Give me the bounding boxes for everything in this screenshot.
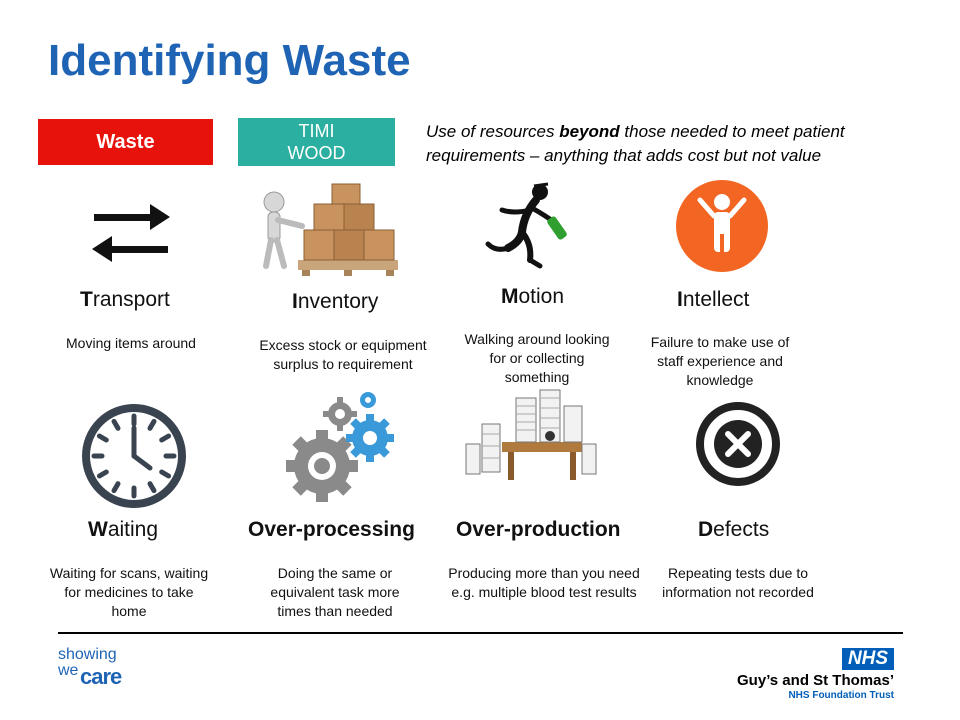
definition-part2: those needed to meet patient requirement…	[426, 122, 845, 165]
page-title: Identifying Waste	[48, 36, 411, 85]
item-title-intellect: Intellect	[677, 288, 750, 311]
item-title-transport: Transport	[80, 288, 170, 311]
definition-part1: Use of resources	[426, 122, 560, 141]
item-title-waiting: Waiting	[88, 518, 159, 541]
timi-label-line2: WOOD	[287, 143, 346, 163]
item-title-motion: Motion	[501, 285, 565, 308]
item-title-defects: Defects	[698, 518, 770, 541]
item-desc-over-production: Producing more than you need e.g. multip…	[448, 565, 640, 600]
item-desc-transport: Moving items around	[66, 335, 196, 351]
waste-label-box: Waste	[38, 119, 213, 165]
logo-line2: we	[58, 662, 79, 679]
item-desc-motion: Walking around looking for or collecting…	[464, 331, 610, 385]
cross-circle-icon	[696, 402, 780, 486]
item-title-over-production: Over-production	[456, 518, 621, 541]
gears-icon	[286, 392, 394, 502]
definition-bold: beyond	[559, 122, 620, 141]
waste-definition: Use of resources beyond those needed to …	[426, 120, 926, 168]
trust-name: Guy’s and St Thomas’	[737, 672, 894, 689]
running-figure-icon	[485, 182, 567, 269]
nhs-logo: NHS	[842, 648, 894, 670]
logo-line3: care	[80, 664, 122, 689]
person-raised-arms-icon	[676, 180, 768, 272]
item-title-inventory: Inventory	[292, 290, 379, 313]
timi-label-line1: TIMI	[298, 121, 335, 141]
footer-divider	[58, 632, 903, 634]
trust-subtitle: NHS Foundation Trust	[788, 690, 894, 701]
logo-line1: showing	[58, 646, 117, 663]
item-desc-inventory: Excess stock or equipment surplus to req…	[259, 337, 427, 372]
item-desc-over-processing: Doing the same or equivalent task more t…	[270, 565, 400, 619]
clock-icon	[82, 404, 186, 508]
paper-stacks-desk-icon	[465, 389, 597, 480]
waste-label: Waste	[96, 130, 155, 153]
boxes-pallet-icon	[263, 183, 398, 276]
item-desc-waiting: Waiting for scans, waiting for medicines…	[49, 565, 209, 619]
item-title-over-processing: Over-processing	[248, 518, 415, 541]
item-desc-defects: Repeating tests due to information not r…	[662, 565, 814, 600]
showing-we-care-logo: showing we care	[58, 646, 148, 696]
arrows-exchange-icon	[92, 204, 170, 262]
item-desc-intellect: Failure to make use of staff experience …	[650, 334, 790, 388]
